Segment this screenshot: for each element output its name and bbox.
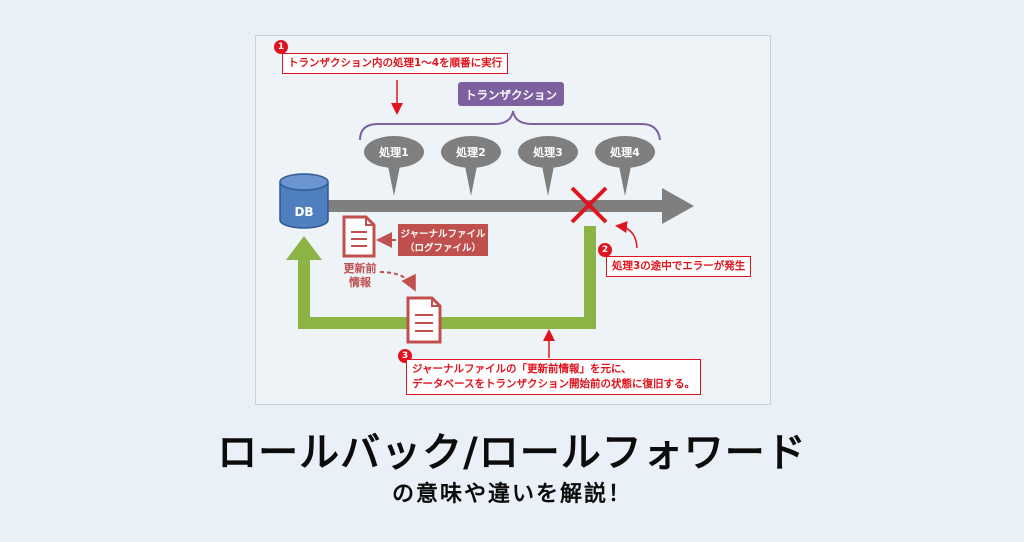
callout-2-badge: 2 bbox=[598, 243, 612, 257]
before-image-label-1: 更新前 bbox=[344, 261, 377, 275]
database-cylinder: DB bbox=[279, 173, 329, 229]
callout-3-text-2: データベースをトランザクション開始前の状態に復旧する。 bbox=[412, 378, 695, 390]
transaction-label: トランザクション bbox=[465, 88, 557, 102]
page-subtitle: の意味や違いを解説！ bbox=[391, 482, 632, 507]
callout-1: トランザクション内の処理1～4を順番に実行 bbox=[282, 53, 509, 74]
before-image-label-2: 情報 bbox=[349, 275, 372, 289]
transaction-brace bbox=[359, 110, 661, 141]
before-image-document-icon bbox=[406, 296, 442, 344]
page-title: ロールバック/ロールフォワード bbox=[217, 430, 807, 476]
rollback-path bbox=[298, 226, 596, 329]
callout-3: ジャーナルファイルの「更新前情報」を元に、 データベースをトランザクション開始前… bbox=[406, 359, 701, 395]
step-label-3: 処理3 bbox=[532, 145, 563, 159]
callout-3-text-1: ジャーナルファイルの「更新前情報」を元に、 bbox=[412, 363, 632, 375]
step-bubble-1: 処理1 bbox=[364, 136, 424, 196]
step-bubble-3: 処理3 bbox=[518, 136, 578, 196]
timeline-arrow-body bbox=[328, 200, 664, 212]
callout-2-text: 処理3の途中でエラーが発生 bbox=[612, 260, 746, 272]
step-label-1: 処理1 bbox=[378, 145, 409, 159]
callout-2-arrow bbox=[615, 221, 638, 249]
diagram-panel: トランザクション 処理1 処理2 処理3 処理4 bbox=[255, 35, 771, 405]
journal-document-icon bbox=[342, 215, 376, 258]
journal-label-box bbox=[398, 224, 488, 256]
db-label: DB bbox=[294, 205, 313, 219]
before-image-dashed-arrow bbox=[379, 271, 416, 292]
callout-2: 処理3の途中でエラーが発生 bbox=[606, 256, 752, 277]
rollback-arrowhead bbox=[286, 236, 322, 260]
callout-1-text: トランザクション内の処理1～4を順番に実行 bbox=[288, 57, 503, 69]
step-label-2: 処理2 bbox=[455, 145, 486, 159]
step-label-4: 処理4 bbox=[609, 145, 640, 159]
error-x-icon bbox=[570, 186, 608, 224]
callout-1-badge: 1 bbox=[274, 40, 288, 54]
timeline-arrowhead bbox=[662, 188, 694, 224]
journal-label-1: ジャーナルファイル bbox=[400, 229, 486, 240]
step-bubble-2: 処理2 bbox=[441, 136, 501, 196]
step-bubble-4: 処理4 bbox=[595, 136, 655, 196]
diagram-canvas: トランザクション 処理1 処理2 処理3 処理4 bbox=[279, 80, 694, 358]
transaction-label-box bbox=[458, 82, 564, 106]
journal-label-2: （ログファイル） bbox=[405, 242, 481, 254]
